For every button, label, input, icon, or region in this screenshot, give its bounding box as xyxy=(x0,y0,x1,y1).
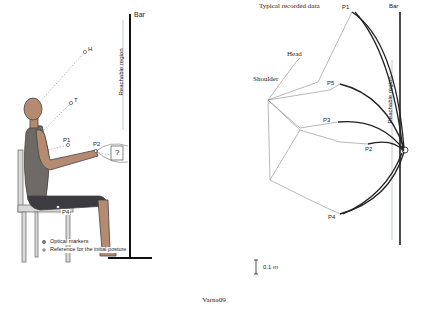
legend-entry: Optical markers xyxy=(49,239,90,245)
scale-bar xyxy=(254,260,258,274)
seated-human xyxy=(24,98,116,256)
part-label: Typical recorded data xyxy=(258,3,321,10)
part-label: Bar xyxy=(388,3,399,9)
part-label: P5 xyxy=(326,80,335,86)
part-label: Reachable region xyxy=(387,75,393,124)
part-label: Bar xyxy=(133,11,146,18)
part-label: ? xyxy=(114,149,120,157)
part-label: Head xyxy=(286,51,303,58)
legend-entry: Reference for the initial posture xyxy=(49,247,127,253)
question-box xyxy=(111,146,123,160)
part-label: P1 xyxy=(62,137,71,143)
caption: Varna09 xyxy=(201,297,226,304)
marker-leaders xyxy=(38,53,110,155)
part-label: P1 xyxy=(341,4,350,10)
part-label: Reachable region xyxy=(118,47,124,96)
bar xyxy=(129,14,131,258)
part-label: Shoulder xyxy=(252,76,279,83)
part-label: 0.1 m xyxy=(262,264,279,270)
part-label: P4 xyxy=(61,209,70,215)
bar-base xyxy=(108,257,152,259)
legend-symbols xyxy=(42,240,46,252)
part-label: T xyxy=(73,97,79,103)
part-label: H xyxy=(87,46,93,52)
trajectories xyxy=(338,12,404,214)
part-label: P2 xyxy=(92,141,101,147)
target-point xyxy=(402,147,408,153)
part-label: P4 xyxy=(327,214,336,220)
body-schematic xyxy=(268,12,368,214)
part-label: P3 xyxy=(322,117,331,123)
optical-markers xyxy=(56,50,97,208)
part-label: P2 xyxy=(364,146,373,152)
